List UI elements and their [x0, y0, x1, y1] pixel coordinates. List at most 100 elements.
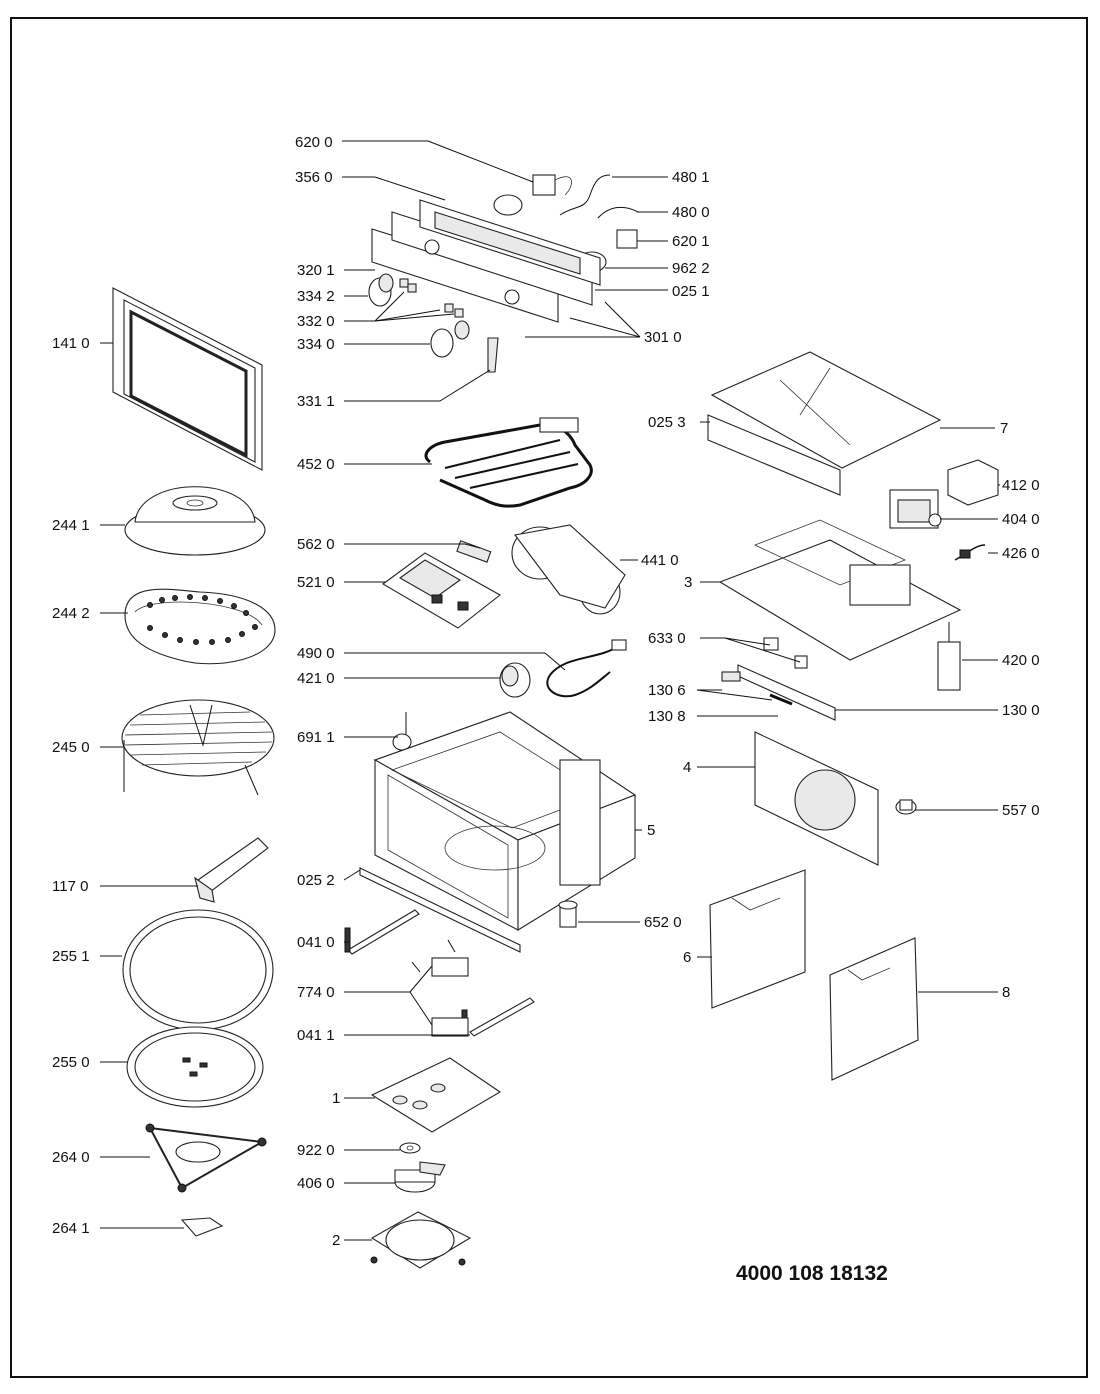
part-cover-dome	[124, 486, 266, 556]
label-025-1: 025 1	[672, 283, 710, 300]
label-557-0: 557 0	[1002, 802, 1040, 819]
part-top-cover	[710, 351, 942, 469]
leader-lines	[100, 140, 1000, 1241]
part-capacitor	[499, 662, 531, 698]
part-choke-strip	[707, 414, 841, 496]
label-244-1: 244 1	[52, 517, 90, 534]
part-rail-a	[344, 909, 420, 955]
label-264-0: 264 0	[52, 1149, 90, 1166]
label-406-0: 406 0	[297, 1175, 335, 1192]
label-3: 3	[684, 574, 692, 591]
label-331-1: 331 1	[297, 393, 335, 410]
part-fuse	[456, 540, 492, 563]
part-thermal-cutout	[895, 799, 917, 815]
label-521-0: 521 0	[297, 574, 335, 591]
label-452-0: 452 0	[297, 456, 335, 473]
label-041-1: 041 1	[297, 1027, 335, 1044]
label-025-2: 025 2	[297, 872, 335, 889]
label-8: 8	[1002, 984, 1010, 1001]
label-255-0: 255 0	[52, 1054, 90, 1071]
part-knob-shafts	[399, 278, 464, 318]
label-130-0: 130 0	[1002, 702, 1040, 719]
label-774-0: 774 0	[297, 984, 335, 1001]
part-rail-b	[461, 997, 535, 1037]
part-magnetron	[889, 489, 942, 529]
label-2: 2	[332, 1232, 340, 1249]
label-255-1: 255 1	[52, 948, 90, 965]
part-door-switch-bracket	[392, 712, 412, 751]
label-922-0: 922 0	[297, 1142, 335, 1159]
part-control-panel	[371, 199, 601, 323]
part-back-panel	[754, 731, 879, 866]
label-480-0: 480 0	[672, 204, 710, 221]
part-knob-a	[368, 273, 394, 307]
label-356-0: 356 0	[295, 169, 333, 186]
label-245-0: 245 0	[52, 739, 90, 756]
label-420-0: 420 0	[1002, 652, 1040, 669]
part-thermostat	[558, 900, 578, 928]
label-334-0: 334 0	[297, 336, 335, 353]
part-oven-cavity	[373, 711, 637, 931]
part-hinge-plates	[411, 939, 469, 1037]
label-562-0: 562 0	[297, 536, 335, 553]
part-seal-strip	[359, 867, 521, 953]
label-117-0: 117 0	[52, 878, 88, 895]
part-door	[112, 287, 263, 471]
label-130-8: 130 8	[648, 708, 686, 725]
label-334-2: 334 2	[297, 288, 335, 305]
label-7: 7	[1000, 420, 1008, 437]
label-404-0: 404 0	[1002, 511, 1040, 528]
part-knob-b	[430, 320, 470, 358]
part-labels: 620 0 356 0 480 1 480 0 620 1 320 1 962 …	[52, 134, 1040, 1249]
label-480-1: 480 1	[672, 169, 710, 186]
label-441-0: 441 0	[641, 552, 679, 569]
label-5: 5	[647, 822, 655, 839]
part-switch-a	[493, 174, 572, 216]
part-hv-fuse	[954, 544, 986, 561]
part-grill-rack	[121, 699, 275, 796]
part-wire-b	[597, 206, 639, 219]
part-cover-vented	[124, 588, 276, 665]
part-power-cord	[546, 639, 627, 698]
part-base-frame	[718, 519, 962, 661]
label-691-1: 691 1	[297, 729, 335, 746]
label-264-1: 264 1	[52, 1220, 90, 1237]
part-base-plate	[370, 1057, 502, 1133]
label-421-0: 421 0	[297, 670, 335, 687]
label-426-0: 426 0	[1002, 545, 1040, 562]
label-6: 6	[683, 949, 691, 966]
part-roller-support	[145, 1123, 267, 1193]
part-harness-bracket	[487, 337, 499, 373]
part-transformer	[947, 459, 999, 506]
part-grill-heater	[424, 417, 593, 508]
part-fan-motor	[511, 524, 626, 615]
label-320-1: 320 1	[297, 262, 335, 279]
label-490-0: 490 0	[297, 645, 335, 662]
part-turntable-motor	[394, 1161, 446, 1193]
label-620-0: 620 0	[295, 134, 333, 151]
label-025-3: 025 3	[648, 414, 686, 431]
label-041-0: 041 0	[297, 934, 335, 951]
label-332-0: 332 0	[297, 313, 335, 330]
part-wire-a	[559, 174, 611, 216]
part-roller-ring	[122, 909, 274, 1031]
part-bottom-ring	[370, 1211, 472, 1269]
part-side-panel-right	[709, 869, 806, 1009]
part-coupler	[180, 1217, 224, 1237]
part-side-panel-left	[829, 937, 919, 1081]
document-number: 4000 108 18132	[736, 1262, 888, 1285]
part-hv-capacitor	[937, 622, 961, 691]
part-handle	[194, 837, 269, 903]
label-141-0: 141 0	[52, 335, 90, 352]
part-turntable	[126, 1026, 264, 1108]
label-4: 4	[683, 759, 691, 776]
label-633-0: 633 0	[648, 630, 686, 647]
label-962-2: 962 2	[672, 260, 710, 277]
label-620-1: 620 1	[672, 233, 710, 250]
label-1: 1	[332, 1090, 340, 1107]
drawing-border	[10, 17, 1088, 1378]
label-412-0: 412 0	[1002, 477, 1040, 494]
label-130-6: 130 6	[648, 682, 686, 699]
part-pcb	[382, 552, 501, 629]
